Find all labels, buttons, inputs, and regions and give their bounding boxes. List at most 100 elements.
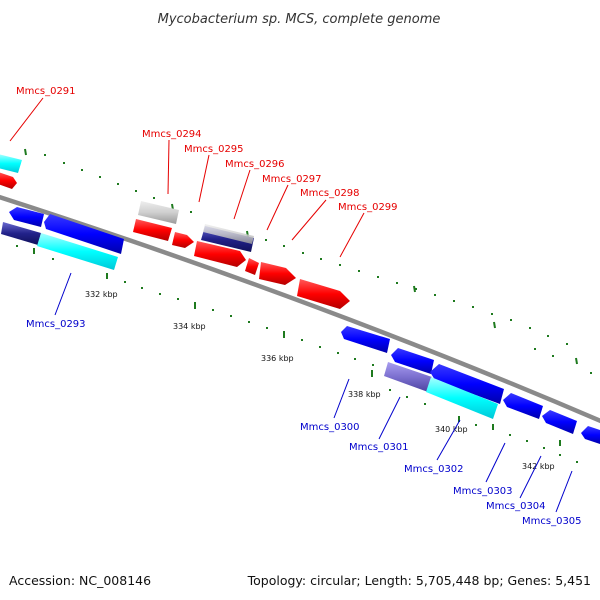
tick-dot <box>472 306 474 308</box>
leader-line-mmcs-0299 <box>339 212 365 258</box>
gene-label-mmcs-0293[interactable]: Mmcs_0293 <box>26 319 86 330</box>
gene-label-mmcs-0299[interactable]: Mmcs_0299 <box>338 202 398 213</box>
tick-dot <box>377 276 379 278</box>
map-title: Mycobacterium sp. MCS, complete genome <box>158 12 441 27</box>
gene-arrow-mmcs-0297[interactable] <box>194 241 246 267</box>
genome-backbone <box>0 194 600 424</box>
tick-mark <box>24 148 27 156</box>
gene-arrow-mmcs-0300[interactable] <box>341 326 390 353</box>
reverse-strand-genes <box>1 207 600 444</box>
leader-line-mmcs-0302 <box>436 419 461 461</box>
top-gene-labels: Mmcs_0291 Mmcs_0294 Mmcs_0295 Mmcs_0296 … <box>16 86 398 213</box>
leader-line-mmcs-0298 <box>291 199 327 241</box>
gene-label-mmcs-0295[interactable]: Mmcs_0295 <box>184 144 244 155</box>
gene-box-mmcs-0293[interactable] <box>37 233 118 270</box>
tick-dot <box>337 352 339 354</box>
gene-arrow-mmcs-0299[interactable] <box>297 279 350 309</box>
tick-dot <box>266 327 268 329</box>
gene-box-mmcs-0301[interactable] <box>384 362 432 392</box>
tick-dot <box>141 287 143 289</box>
tick-dot <box>265 239 267 241</box>
leader-line-mmcs-0297 <box>266 184 289 231</box>
tick-dot <box>153 197 155 199</box>
forward-strand-genes <box>0 154 350 309</box>
gene-label-mmcs-0302[interactable]: Mmcs_0302 <box>404 464 464 475</box>
gene-box-mmcs-0296-grey[interactable] <box>203 224 254 244</box>
leader-line-mmcs-0291 <box>9 97 44 142</box>
tick-dot <box>475 424 477 426</box>
gene-arrow-mmcs-0303[interactable] <box>503 393 543 419</box>
gene-arrow-mmcs-0301[interactable] <box>391 348 434 374</box>
top-leader-lines <box>9 97 365 258</box>
gene-arrow-mmcs-0305[interactable] <box>581 426 600 444</box>
tick-dot <box>415 288 417 290</box>
tick-dot <box>406 396 408 398</box>
kbp-labels: 332 kbp 334 kbp 336 kbp 338 kbp 340 kbp … <box>85 290 555 471</box>
kbp-label: 332 kbp <box>85 290 118 299</box>
gene-arrow-mmcs-0298[interactable] <box>245 258 259 275</box>
gene-label-mmcs-0303[interactable]: Mmcs_0303 <box>453 486 513 497</box>
leader-line-mmcs-0301 <box>378 396 401 440</box>
tick-dot <box>491 313 493 315</box>
gene-arrow-mmcs-0291[interactable] <box>0 172 17 189</box>
leader-line-mmcs-0295 <box>198 154 210 203</box>
tick-dot <box>44 154 46 156</box>
tick-mark <box>575 357 578 365</box>
tick-dot <box>301 339 303 341</box>
tick-dot <box>543 447 545 449</box>
gene-box-mmcs-0302[interactable] <box>426 377 498 419</box>
gene-box-mmcs-0293-navy[interactable] <box>1 222 41 245</box>
tick-dot <box>283 245 285 247</box>
kbp-label: 338 kbp <box>348 390 381 399</box>
tick-dot <box>566 343 568 345</box>
tick-dot <box>510 319 512 321</box>
inner-tick-marks <box>33 248 561 446</box>
leader-line-mmcs-0305 <box>555 470 573 513</box>
tick-dot <box>552 355 554 357</box>
bottom-leader-lines <box>54 272 573 513</box>
tick-dot <box>526 440 528 442</box>
gene-arrow-mmcs-0293-blue[interactable] <box>44 214 124 254</box>
tick-dot <box>389 389 391 391</box>
accession-label: Accession: NC_008146 <box>9 573 151 588</box>
gene-arrow-mmcs-0304[interactable] <box>542 410 577 434</box>
tick-dot <box>81 169 83 171</box>
gene-label-mmcs-0294[interactable]: Mmcs_0294 <box>142 129 202 140</box>
gene-arrow-mmcs-0298b[interactable] <box>259 262 296 285</box>
tick-dot <box>135 190 137 192</box>
tick-dot <box>358 270 360 272</box>
gene-label-mmcs-0291[interactable]: Mmcs_0291 <box>16 86 76 97</box>
gene-label-mmcs-0298[interactable]: Mmcs_0298 <box>300 188 360 199</box>
tick-dot <box>159 293 161 295</box>
kbp-label: 336 kbp <box>261 354 294 363</box>
tick-dot <box>248 321 250 323</box>
tick-dot <box>320 258 322 260</box>
tick-dot <box>576 461 578 463</box>
tick-dot <box>354 358 356 360</box>
gene-box-mmcs-0291[interactable] <box>0 154 22 173</box>
gene-label-mmcs-0304[interactable]: Mmcs_0304 <box>486 501 546 512</box>
leader-line-mmcs-0304 <box>519 455 542 499</box>
inner-tick-ring <box>16 245 578 463</box>
tick-dot <box>534 348 536 350</box>
tick-dot <box>302 252 304 254</box>
gene-label-mmcs-0297[interactable]: Mmcs_0297 <box>262 174 322 185</box>
gene-arrow-mmcs-0295[interactable] <box>133 219 172 241</box>
gene-label-mmcs-0301[interactable]: Mmcs_0301 <box>349 442 409 453</box>
kbp-label: 340 kbp <box>435 425 468 434</box>
leader-line-mmcs-0303 <box>485 442 506 483</box>
tick-dot <box>63 162 65 164</box>
gene-label-mmcs-0305[interactable]: Mmcs_0305 <box>522 516 582 527</box>
tick-mark <box>493 321 496 329</box>
tick-dot <box>230 315 232 317</box>
gene-arrow-mmcs-0296[interactable] <box>172 232 194 248</box>
gene-arrow-mmcs-0302-blue[interactable] <box>430 364 504 404</box>
tick-dot <box>117 183 119 185</box>
gene-label-mmcs-0296[interactable]: Mmcs_0296 <box>225 159 285 170</box>
tick-dot <box>434 294 436 296</box>
leader-line-mmcs-0293 <box>54 272 72 316</box>
gene-arrow-mmcs-0292[interactable] <box>9 207 44 227</box>
tick-dot <box>124 281 126 283</box>
gene-label-mmcs-0300[interactable]: Mmcs_0300 <box>300 422 360 433</box>
gene-arrow-mmcs-0294[interactable] <box>138 201 179 224</box>
